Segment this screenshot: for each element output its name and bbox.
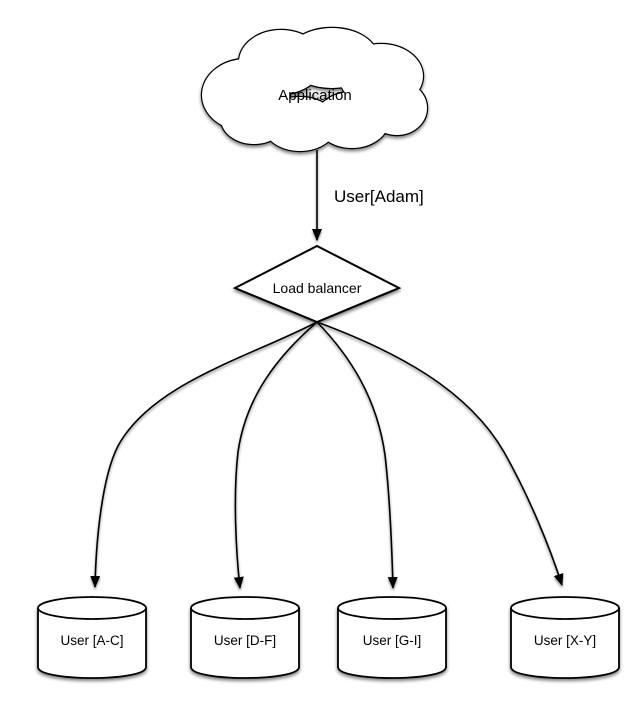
cylinder-top (190, 596, 300, 620)
edge-load-balancer-to-shard-x-y (316, 321, 564, 586)
node-application: Application (200, 26, 429, 153)
cloud-shape-fill (202, 28, 427, 151)
cylinder-body (510, 608, 620, 679)
edges (90, 150, 564, 589)
node-shard-x-y-label: User [X-Y] (534, 633, 596, 648)
edge-load-balancer-to-shard-d-f (233, 321, 318, 589)
edge-load-balancer-to-shard-g-i (316, 321, 398, 589)
node-application-label: Application (278, 87, 351, 104)
node-load-balancer-label: Load balancer (273, 280, 362, 296)
node-shard-a-c-label: User [A-C] (60, 633, 123, 648)
cylinder-top (337, 596, 447, 620)
edge-load-balancer-to-shard-a-c (90, 321, 318, 588)
cylinder-body (337, 608, 447, 679)
cylinder-top (37, 596, 147, 620)
node-shard-a-c: User [A-C] (37, 596, 147, 679)
cylinder-body (37, 608, 147, 679)
diamond-shape (232, 244, 402, 324)
node-shard-g-i: User [G-I] (337, 596, 447, 679)
node-load-balancer: Load balancer (232, 244, 402, 324)
cylinder-top (510, 596, 620, 620)
node-shard-d-f-label: User [D-F] (214, 633, 276, 648)
node-shard-x-y: User [X-Y] (510, 596, 620, 679)
node-shard-g-i-label: User [G-I] (363, 633, 422, 648)
node-shard-d-f: User [D-F] (190, 596, 300, 679)
cylinder-body (190, 608, 300, 679)
edge-label-user-adam: User[Adam] (334, 187, 424, 206)
